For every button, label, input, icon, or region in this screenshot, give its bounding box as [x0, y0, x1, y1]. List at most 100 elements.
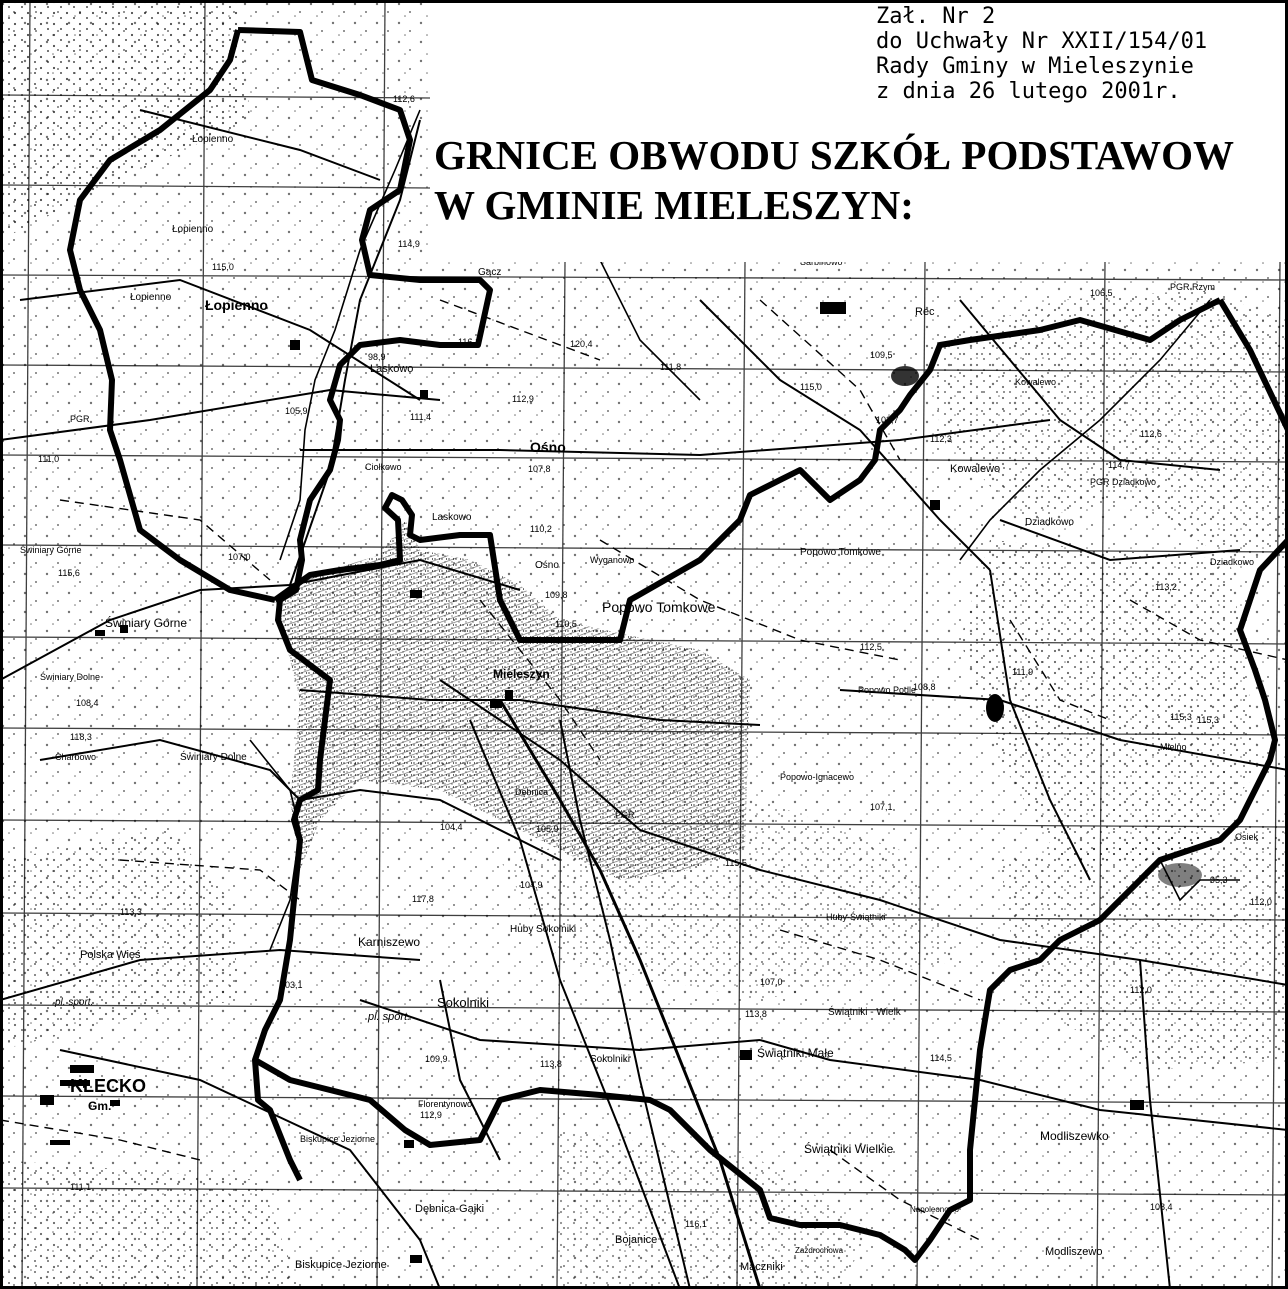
label-huby-swiatniki: Huby-Świątniki — [826, 911, 886, 922]
label-lopienno-small: Łopienno — [172, 224, 214, 235]
height-label: 113,3 — [120, 907, 142, 917]
height-label: 115,3 — [1170, 712, 1192, 722]
height-label: 112,0 — [1250, 897, 1272, 907]
height-label: 107,0 — [228, 552, 251, 562]
pond — [891, 366, 919, 386]
height-label: 112,6 — [393, 94, 415, 104]
label-mieleszyn: Mieleszyn — [493, 667, 550, 681]
height-label: 111,9 — [1012, 667, 1033, 677]
height-label: 115,6 — [58, 568, 80, 578]
label-popowo-tomkowe-2: Popowo Tomkowe — [800, 547, 881, 558]
label-napoleonowo: Napoleonowo — [910, 1205, 959, 1214]
label-osiek: Osiek — [1235, 832, 1259, 842]
height-label: 118,3 — [70, 732, 92, 742]
heading-line-1: GRNICE OBWODU SZKÓŁ PODSTAWOW — [434, 132, 1235, 178]
height-label: 110,5 — [555, 619, 577, 629]
height-label: 108,4 — [1150, 1202, 1173, 1212]
label-lopienno: Łopienno — [205, 297, 268, 313]
height-label: 98,9 — [368, 352, 386, 362]
height-label: 115,5 — [725, 858, 747, 868]
height-label: 113,8 — [540, 1059, 562, 1069]
height-label: 105,9 — [536, 824, 559, 834]
label-huby-sokolniki: Huby Sokolniki — [510, 924, 576, 935]
label-swiniary-dolne-2: Świniary Dolne — [180, 750, 247, 763]
annotation-line-2: do Uchwały Nr XXII/154/01 — [876, 29, 1208, 54]
label-klecko-gm: Gm. — [88, 1099, 111, 1113]
label-pgr-2: PGR — [615, 810, 635, 820]
label-osno-2: Ośno — [535, 560, 559, 571]
label-lopienno-west: Łopienno — [130, 292, 172, 303]
district-boundary-west — [67, 27, 1288, 1263]
height-label: 113,2 — [1155, 582, 1177, 592]
label-pgr-rzym: PGR Rzym — [1170, 282, 1215, 292]
label-osno: Ośno — [530, 439, 566, 455]
label-modliszewo: Modliszewo — [1045, 1246, 1102, 1258]
pond — [1158, 863, 1202, 887]
height-label: 102,7 — [876, 415, 899, 425]
height-label: 103,1 — [280, 980, 303, 990]
map-heading: GRNICE OBWODU SZKÓŁ PODSTAWOW W GMINIE M… — [434, 130, 1288, 230]
label-swiniary-gorne: Świniary Górne — [105, 615, 187, 630]
height-label: 106,5 — [1090, 288, 1113, 298]
label-zazdrochowa: Zazdrochowa — [795, 1246, 844, 1255]
label-swiniary-dolne: Świniary Dolne — [40, 671, 100, 682]
height-label: 111,8 — [660, 362, 681, 372]
label-kowalewo-2: Kowalewo — [1015, 377, 1056, 387]
title-panel — [430, 0, 1288, 262]
label-swiniary-gorne-2: Świniary Górne — [20, 544, 82, 555]
label-mielno: Mielno — [1160, 742, 1187, 752]
label-modliszewko: Modliszewko — [1040, 1129, 1109, 1143]
height-label: 110,2 — [530, 524, 552, 534]
label-biskupice-jeziorne-2: Biskupice Jeziorne — [295, 1259, 387, 1271]
height-label: 107,8 — [528, 464, 551, 474]
height-label: 120,4 — [570, 339, 593, 349]
spot-heights: 112,6 115,0 114,9 116,1 98,9 105,9 111,0… — [38, 94, 1272, 1229]
height-label: 105,9 — [285, 406, 308, 416]
label-sokolniki: Sokolniki — [437, 995, 489, 1010]
height-label: 112,5 — [860, 642, 882, 652]
height-label: 104,4 — [440, 822, 463, 832]
label-bojanice: Bojanice — [615, 1234, 657, 1246]
label-dziadkowo-2: Dziadkowo — [1210, 557, 1254, 567]
label-charbowo: Charbowo — [55, 752, 96, 762]
height-label: 112,9 — [512, 394, 534, 404]
height-label: 113,8 — [745, 1009, 767, 1019]
annotation-line-3: Rady Gminy w Mieleszynie — [876, 54, 1194, 79]
label-popowo-ignacewo: Popowo-Ignacewo — [780, 772, 854, 782]
height-label: 109,5 — [870, 350, 893, 360]
height-label: 95,3 — [1210, 875, 1228, 885]
label-wyganowo: Wyganowo — [590, 555, 634, 565]
label-popowo-podle: Popowo Podle — [858, 685, 916, 695]
height-label: 112,6 — [1140, 429, 1162, 439]
label-karniszewo: Karniszewo — [358, 935, 420, 949]
label-pgr-dziadkowo: PGR Dziadkowo — [1090, 477, 1156, 487]
height-label: 108,8 — [913, 682, 936, 692]
label-kowalewo: Kowalewo — [950, 463, 1000, 475]
height-label: 116,1 — [685, 1219, 707, 1229]
height-label: 111,4 — [410, 412, 431, 422]
label-debnica: Dębnica — [515, 787, 548, 797]
height-label: 116,1 — [458, 337, 480, 347]
height-label: 107,0 — [760, 977, 783, 987]
height-label: 117,8 — [412, 894, 434, 904]
height-label: 111,0 — [38, 454, 59, 464]
label-debnica-gajki: Dębnica-Gajki — [415, 1203, 484, 1215]
label-ciolkowo: Ciołkowo — [365, 462, 402, 472]
resolution-annotation: Zał. Nr 2 do Uchwały Nr XXII/154/01 Rady… — [876, 4, 1286, 104]
label-maczniki: Mączniki — [740, 1261, 783, 1273]
label-biskupice-jeziorne: Biskupice Jeziorne — [300, 1134, 375, 1144]
label-sarbinowo: Sarbinowo — [800, 257, 843, 267]
annotation-line-1: Zał. Nr 2 — [876, 4, 996, 29]
label-sokolniki-2: Sokolniki — [590, 1054, 630, 1065]
height-label: 104,9 — [520, 880, 543, 890]
label-gacz: Gącz — [478, 267, 501, 278]
label-pl-sport-2: pl. sport. — [54, 997, 93, 1008]
dashed-tracks — [0, 299, 1288, 1241]
label-laskowo-2: Laskowo — [432, 512, 472, 523]
height-label: 114,7 — [1108, 460, 1130, 470]
heading-line-2: W GMINIE MIELESZYN: — [434, 182, 914, 228]
height-label: 112,0 — [1130, 985, 1152, 995]
label-pgr-1: PGR — [70, 414, 90, 424]
pond — [986, 694, 1004, 722]
label-swiatniki-wielk: Świątniki - Wielk — [828, 1005, 902, 1018]
